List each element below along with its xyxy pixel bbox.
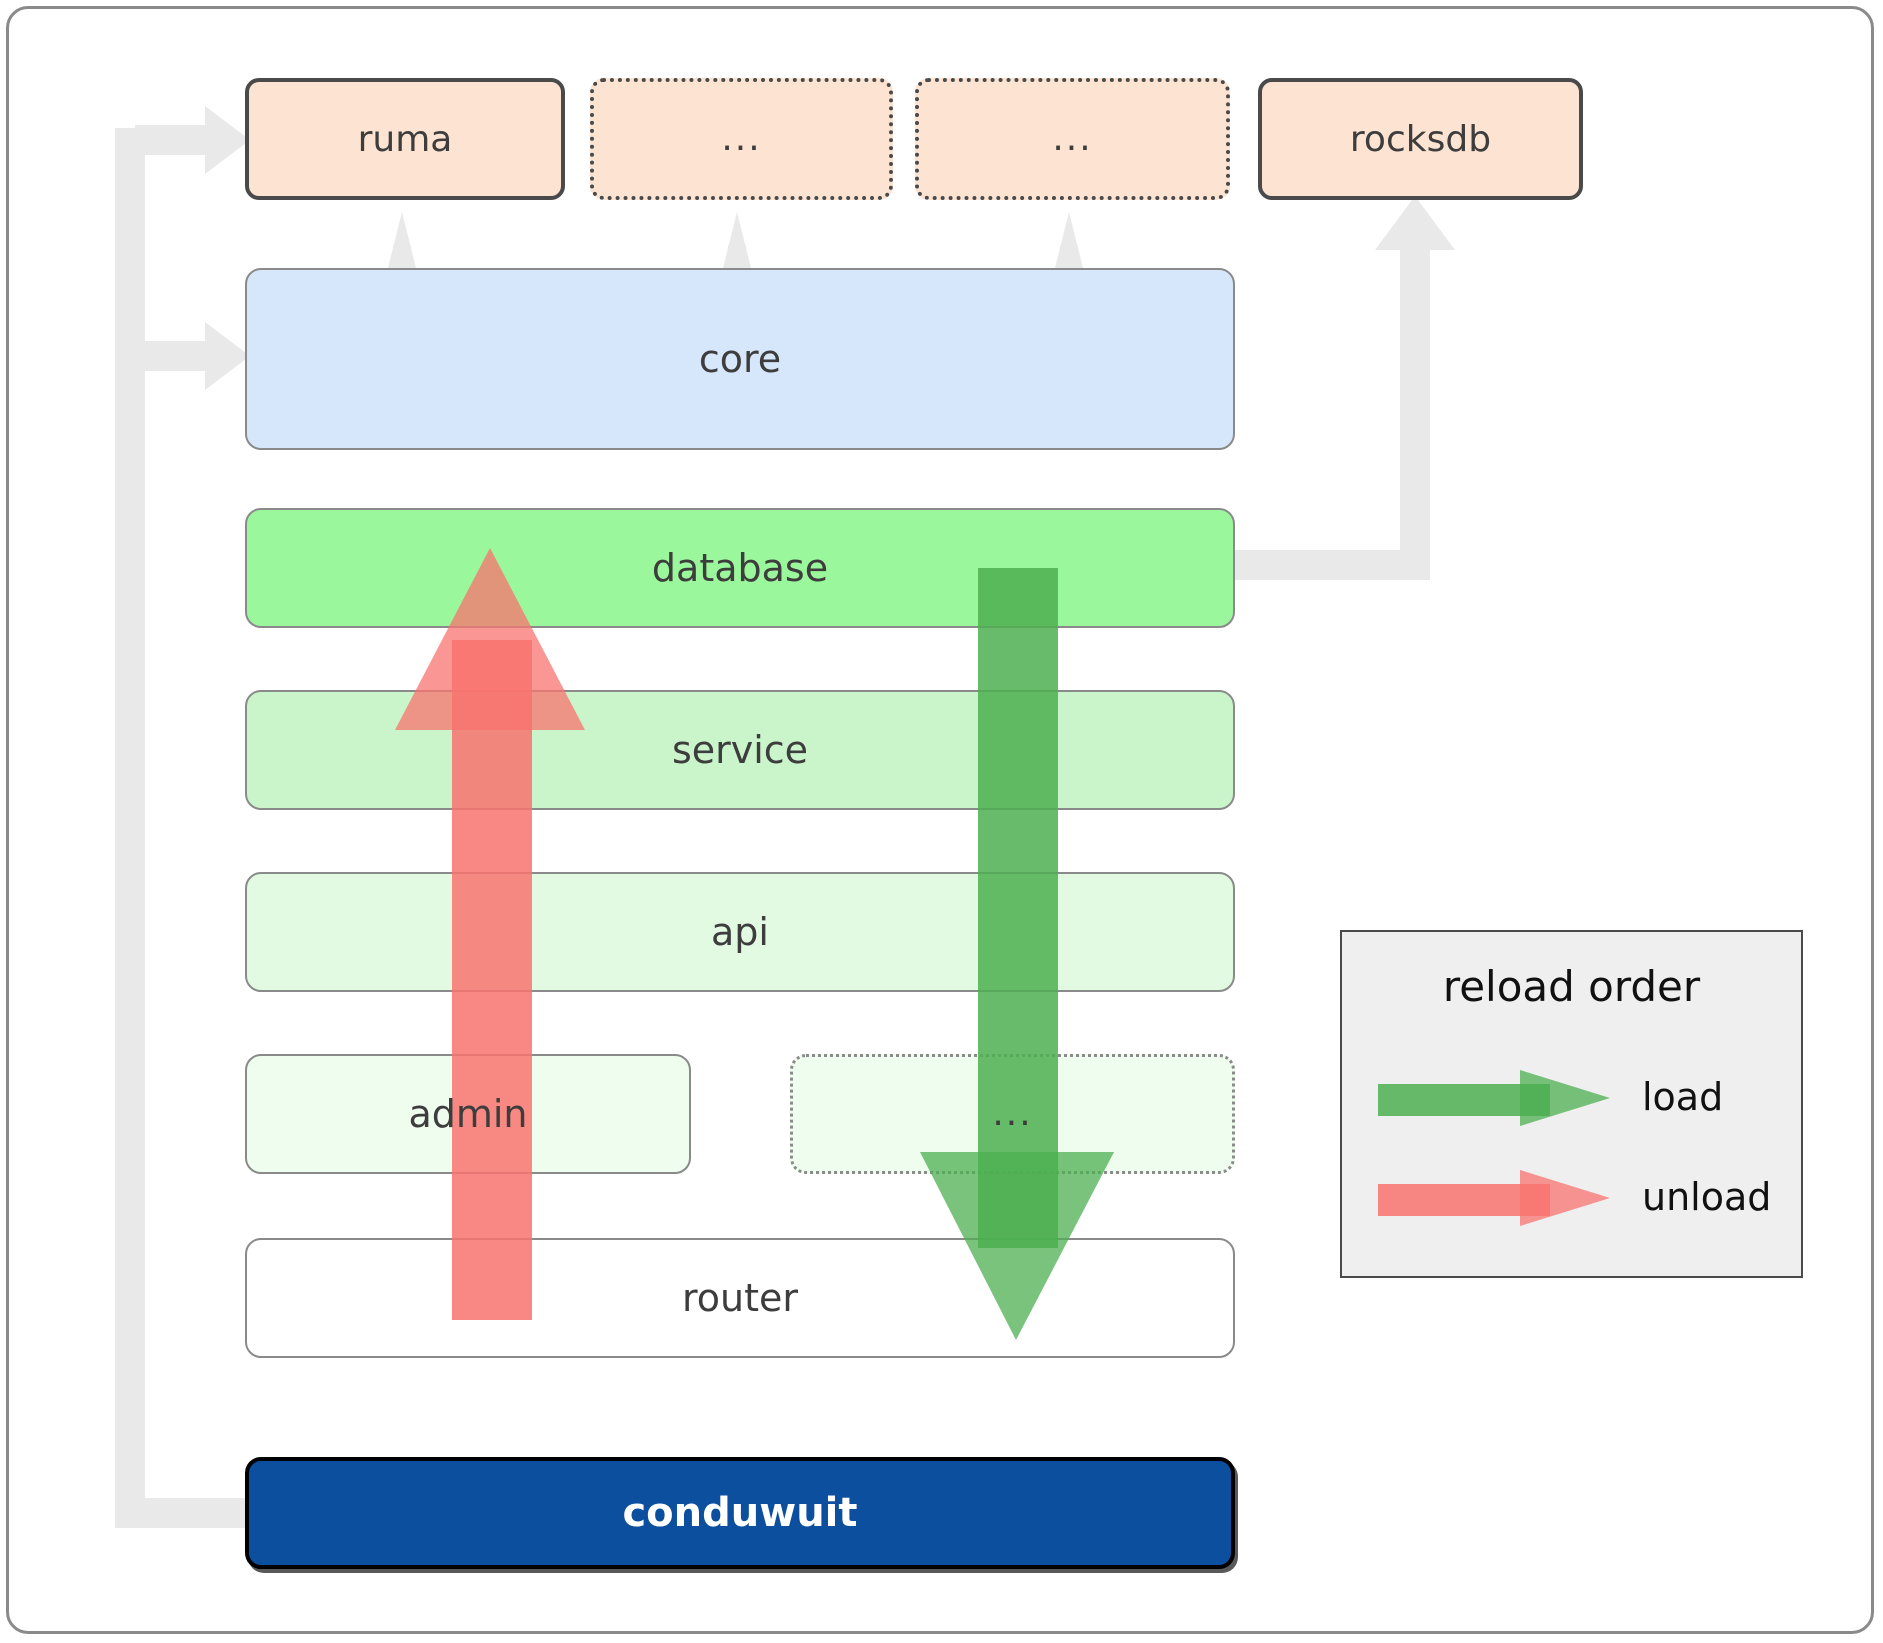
dependency-box-ellipsis-1[interactable]: ... xyxy=(590,78,893,200)
diagram-frame xyxy=(6,6,1874,1634)
layer-label: core xyxy=(698,337,782,381)
dependency-box-rocksdb[interactable]: rocksdb xyxy=(1258,78,1583,200)
layer-label: service xyxy=(671,728,809,772)
layer-box-ellipsis[interactable]: ... xyxy=(790,1054,1235,1174)
root-crate-box-conduwuit[interactable]: conduwuit xyxy=(245,1457,1235,1569)
layer-box-service[interactable]: service xyxy=(245,690,1235,810)
layer-label: database xyxy=(651,546,829,590)
legend-load-arrow-icon xyxy=(1378,1070,1610,1126)
layer-label: admin xyxy=(408,1092,528,1136)
legend-panel: reload order load unload xyxy=(1340,930,1803,1278)
dependency-box-ruma[interactable]: ruma xyxy=(245,78,565,200)
dependency-box-ellipsis-2[interactable]: ... xyxy=(915,78,1230,200)
layer-box-router[interactable]: router xyxy=(245,1238,1235,1358)
layer-label: api xyxy=(711,910,769,954)
legend-label-load: load xyxy=(1642,1075,1724,1119)
layer-box-admin[interactable]: admin xyxy=(245,1054,691,1174)
root-crate-label: conduwuit xyxy=(622,1490,858,1536)
dependency-label: ruma xyxy=(357,118,453,160)
legend-unload-arrow-icon xyxy=(1378,1170,1610,1226)
layer-box-database[interactable]: database xyxy=(245,508,1235,628)
layer-box-core[interactable]: core xyxy=(245,268,1235,450)
layer-label: ... xyxy=(992,1092,1033,1134)
legend-title: reload order xyxy=(1442,962,1701,1011)
legend-label-unload: unload xyxy=(1642,1175,1772,1219)
dependency-label: rocksdb xyxy=(1349,118,1492,160)
layer-label: router xyxy=(681,1276,799,1320)
dependency-label: ... xyxy=(1052,117,1093,159)
dependency-label: ... xyxy=(721,117,762,159)
layer-box-api[interactable]: api xyxy=(245,872,1235,992)
